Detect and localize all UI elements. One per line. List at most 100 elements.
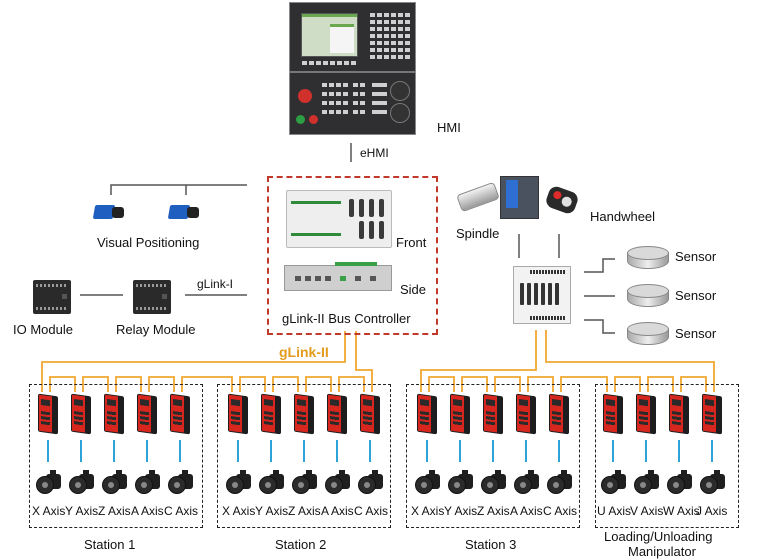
hmi-key-icon bbox=[384, 27, 389, 31]
controller-front-image bbox=[286, 190, 392, 248]
controller-side-label: Side bbox=[400, 282, 427, 297]
servo-motor-icon bbox=[415, 470, 441, 494]
hmi-key-icon bbox=[372, 110, 377, 114]
hmi-key-icon bbox=[377, 20, 382, 24]
bus-ring-right-out bbox=[420, 330, 537, 392]
hmi-key-icon bbox=[405, 48, 410, 52]
hmi-key-icon bbox=[353, 101, 358, 105]
servo-drive-icon bbox=[327, 393, 347, 435]
hmi-key-icon bbox=[398, 48, 403, 52]
servo-drive-icon bbox=[636, 393, 656, 435]
servo-motor-icon bbox=[547, 470, 573, 494]
servo-drive-icon bbox=[360, 393, 380, 435]
hmi-key-icon bbox=[302, 61, 307, 65]
servo-motor-icon bbox=[514, 470, 540, 494]
hmi-key-icon bbox=[377, 34, 382, 38]
camera-icon-2 bbox=[167, 203, 199, 219]
spindle-driver-icon bbox=[500, 176, 539, 219]
bus-ring-left-return bbox=[355, 331, 373, 392]
hmi-key-icon bbox=[382, 110, 387, 114]
hmi-key-icon bbox=[370, 13, 375, 17]
hmi-key-icon bbox=[360, 92, 365, 96]
station-name: Loading/Unloading bbox=[604, 529, 713, 544]
load-cell-sensor-icon-3 bbox=[627, 322, 669, 348]
ehmi-label: eHMI bbox=[360, 146, 389, 160]
sensor-label-3: Sensor bbox=[675, 326, 717, 341]
hmi-key-icon bbox=[384, 13, 389, 17]
hmi-key-icon bbox=[337, 61, 342, 65]
hmi-key-icon bbox=[336, 101, 341, 105]
handwheel-label: Handwheel bbox=[590, 209, 656, 224]
hmi-key-icon bbox=[382, 92, 387, 96]
hmi-key-icon bbox=[370, 41, 375, 45]
servo-motor-icon bbox=[168, 470, 194, 494]
io-expansion-module-icon bbox=[513, 266, 571, 324]
hmi-key-icon bbox=[329, 110, 334, 114]
hmi-key-icon bbox=[382, 83, 387, 87]
servo-motor-icon bbox=[226, 470, 252, 494]
hmi-key-icon bbox=[391, 48, 396, 52]
axis-label: X Axis bbox=[411, 504, 445, 518]
servo-drive-icon bbox=[170, 393, 190, 435]
station-name: Station 3 bbox=[465, 537, 517, 552]
servo-motor-icon bbox=[667, 470, 693, 494]
emergency-stop-icon bbox=[298, 89, 312, 103]
axis-label: Z Axis bbox=[288, 504, 321, 518]
servo-drive-icon bbox=[228, 393, 248, 435]
hmi-key-icon bbox=[329, 83, 334, 87]
sensor-label-2: Sensor bbox=[675, 288, 717, 303]
hmi-key-icon bbox=[330, 61, 335, 65]
station-box bbox=[406, 384, 580, 528]
glink-ii-bus bbox=[41, 330, 715, 392]
station-box bbox=[595, 384, 739, 528]
hmi-key-icon bbox=[384, 20, 389, 24]
hmi-key-icon bbox=[322, 101, 327, 105]
servo-motor-icon bbox=[601, 470, 627, 494]
servo-motor-icon bbox=[259, 470, 285, 494]
hmi-key-icon bbox=[372, 101, 377, 105]
servo-drive-icon bbox=[294, 393, 314, 435]
hmi-key-icon bbox=[336, 92, 341, 96]
servo-drive-icon bbox=[603, 393, 623, 435]
hmi-key-icon bbox=[370, 20, 375, 24]
servo-motor-icon bbox=[448, 470, 474, 494]
servo-motor-icon bbox=[292, 470, 318, 494]
hmi-key-icon bbox=[353, 92, 358, 96]
hmi-key-icon bbox=[353, 110, 358, 114]
servo-motor-icon bbox=[102, 470, 128, 494]
servo-motor-icon bbox=[135, 470, 161, 494]
hmi-key-icon bbox=[370, 55, 375, 59]
hmi-key-icon bbox=[377, 101, 382, 105]
hmi-key-icon bbox=[377, 55, 382, 59]
hmi-key-icon bbox=[360, 83, 365, 87]
hmi-key-icon bbox=[343, 101, 348, 105]
hmi-key-icon bbox=[343, 110, 348, 114]
hmi-key-icon bbox=[377, 92, 382, 96]
spindle-label: Spindle bbox=[456, 226, 500, 241]
hmi-key-icon bbox=[370, 27, 375, 31]
relay-module-label: Relay Module bbox=[116, 322, 196, 337]
axis-label: Z Axis bbox=[98, 504, 131, 518]
hmi-screen bbox=[301, 13, 358, 57]
feed-override-knob-icon bbox=[390, 81, 410, 101]
servo-motor-icon bbox=[634, 470, 660, 494]
hmi-key-icon bbox=[322, 110, 327, 114]
hmi-key-icon bbox=[377, 27, 382, 31]
hmi-key-icon bbox=[405, 27, 410, 31]
hmi-key-icon bbox=[384, 34, 389, 38]
controller-side-image bbox=[284, 262, 392, 291]
hmi-key-icon bbox=[344, 61, 349, 65]
hmi-key-icon bbox=[405, 34, 410, 38]
hmi-key-icon bbox=[391, 55, 396, 59]
hmi-key-icon bbox=[398, 20, 403, 24]
servo-motor-icon bbox=[700, 470, 726, 494]
hmi-key-icon bbox=[372, 92, 377, 96]
servo-drive-icon bbox=[516, 393, 536, 435]
hmi-key-icon bbox=[398, 13, 403, 17]
servo-drive-icon bbox=[137, 393, 157, 435]
hmi-key-icon bbox=[391, 27, 396, 31]
station-box bbox=[29, 384, 203, 528]
glink-ii-bus-label: gLink-II bbox=[279, 344, 329, 360]
axis-label: W Axis bbox=[663, 504, 700, 518]
bus-ring-right-return bbox=[545, 330, 715, 392]
